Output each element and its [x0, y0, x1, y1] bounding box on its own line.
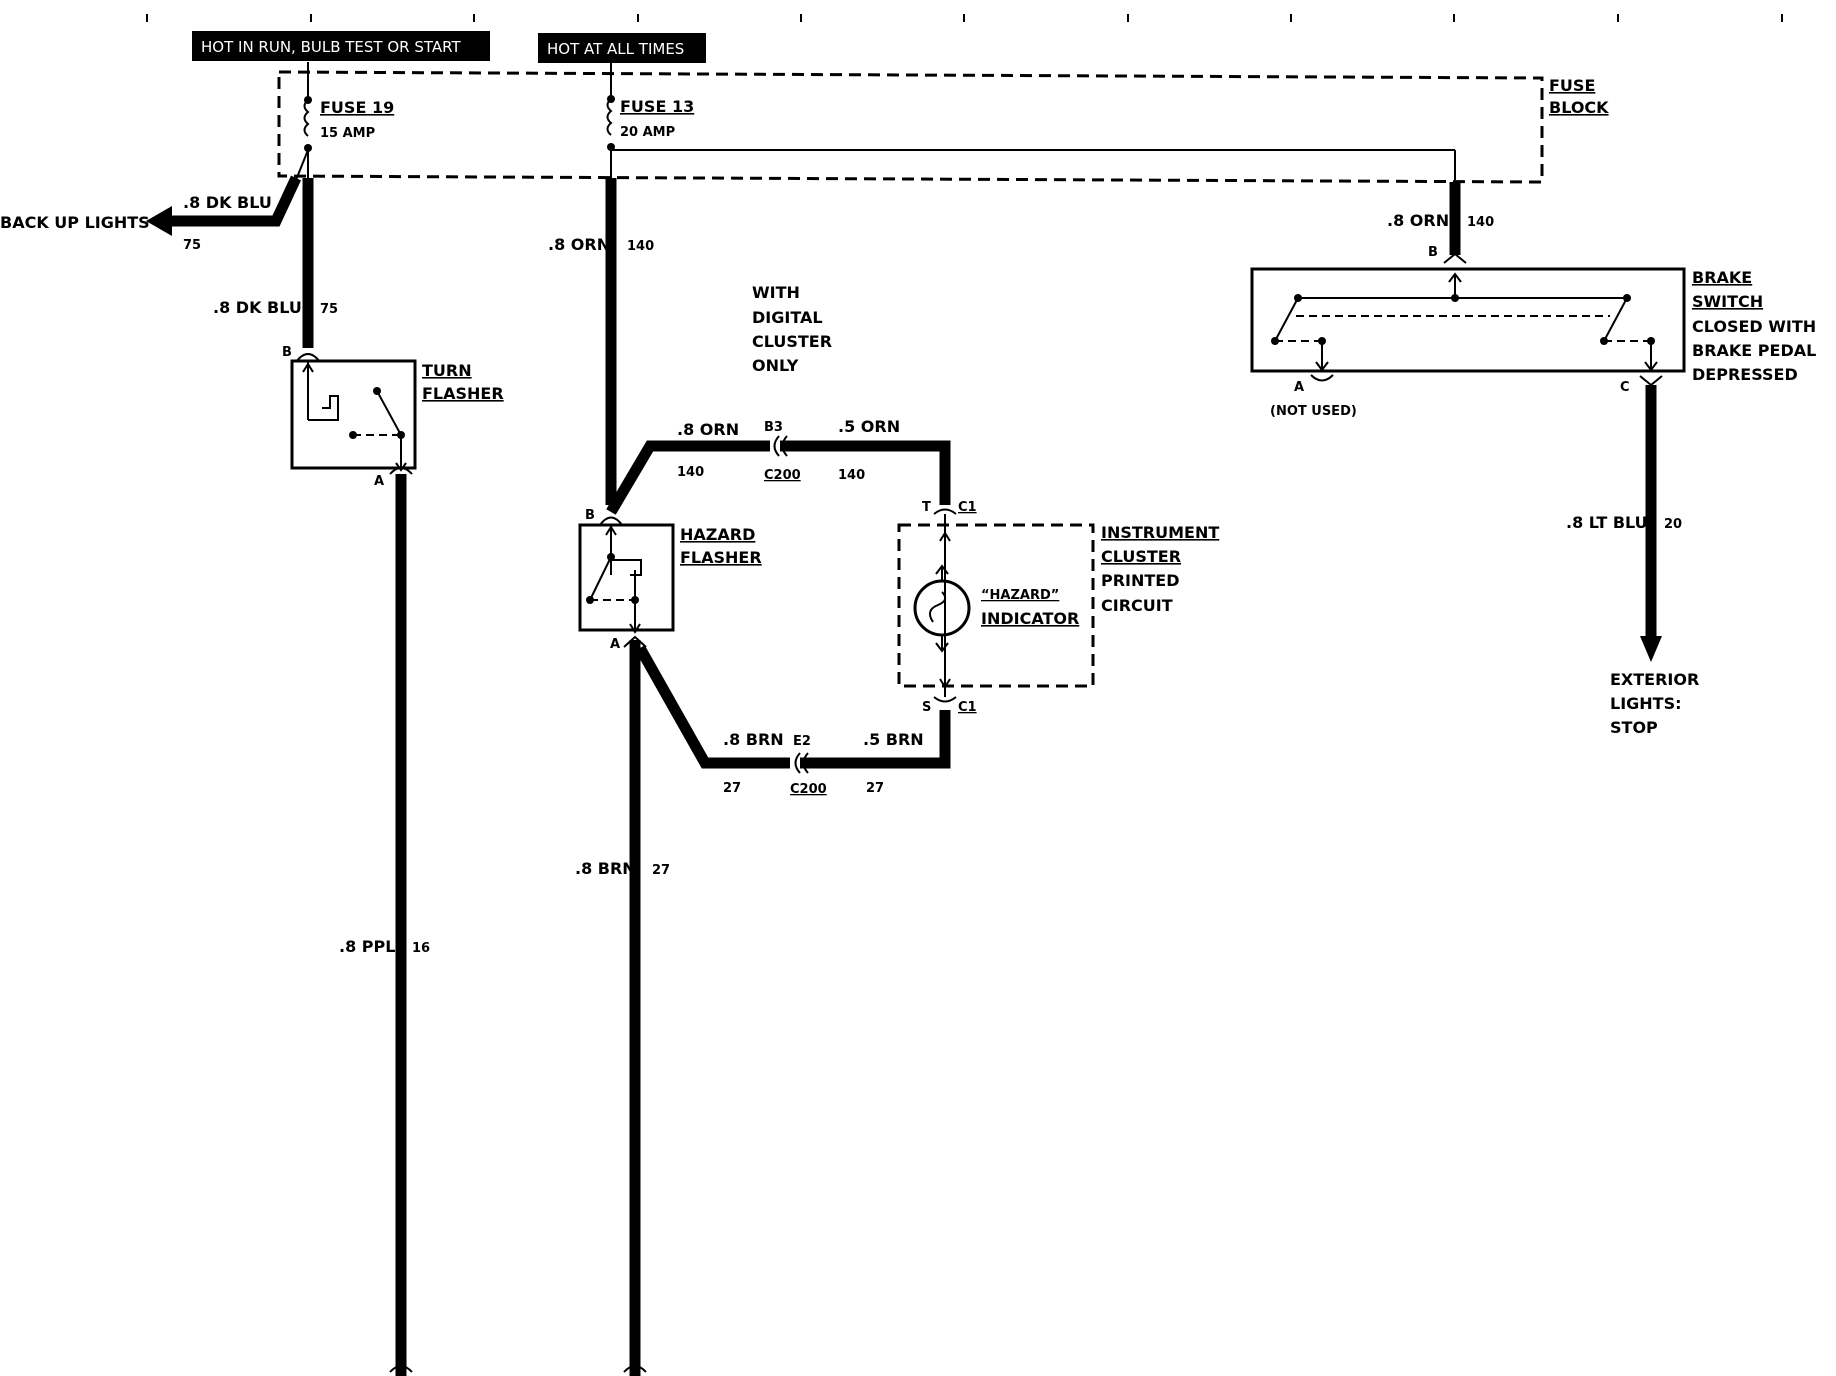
cluster-label-4: CIRCUIT	[1101, 596, 1173, 615]
cluster-pin-s: S	[922, 700, 931, 715]
backup-lights-arrow	[146, 206, 172, 236]
svg-text:HOT IN RUN, BULB TEST OR START: HOT IN RUN, BULB TEST OR START	[201, 38, 461, 56]
turn-output-circuit-label: 16	[412, 941, 430, 956]
exterior-label-1: EXTERIOR	[1610, 670, 1699, 689]
upper-loop-connector-mark	[773, 435, 788, 457]
hazard-flasher-label-2: FLASHER	[680, 548, 762, 567]
fuse-19	[295, 62, 312, 181]
brake-switch-label-4: BRAKE PEDAL	[1692, 341, 1816, 360]
brake-output-wire-label: .8 LT BLU	[1566, 513, 1648, 532]
lower-right-circuit-label: 27	[866, 781, 884, 796]
turn-flasher	[290, 353, 417, 472]
fuse-13-rating: 20 AMP	[620, 125, 675, 140]
fuse-13-name: FUSE 13	[620, 97, 694, 116]
hazard-output-end	[623, 1365, 647, 1373]
backup-circuit-label: 75	[183, 238, 201, 253]
lower-left-wire-label: .8 BRN	[723, 730, 784, 749]
digital-note-2: DIGITAL	[752, 308, 823, 327]
hazard-flasher-label-1: HAZARD	[680, 525, 755, 544]
brake-pin-a-cap	[1310, 374, 1334, 382]
cluster-label-3: PRINTED	[1101, 571, 1180, 590]
hazard-flasher-pin-a: A	[610, 637, 620, 652]
upper-connector-pin: B3	[764, 420, 783, 435]
upper-left-circuit-label: 140	[677, 465, 704, 480]
hazard-feed-wire-label: .8 ORN	[548, 235, 610, 254]
backup-lights-label: BACK UP LIGHTS	[0, 213, 150, 232]
brake-switch-label-5: DEPRESSED	[1692, 365, 1798, 384]
fuse-block-label-2: BLOCK	[1549, 98, 1609, 117]
brake-switch-pin-a: A	[1294, 380, 1304, 395]
backup-wire-label: .8 DK BLU	[183, 193, 272, 212]
digital-note-3: CLUSTER	[752, 332, 832, 351]
fuse-19-rating: 15 AMP	[320, 126, 375, 141]
banner-hot-at-all-times: HOT AT ALL TIMES	[538, 33, 706, 63]
brake-switch	[1250, 267, 1686, 373]
backup-lights-wire	[168, 175, 301, 227]
turn-flasher-pin-b: B	[282, 345, 292, 360]
upper-right-wire-label: .5 ORN	[838, 417, 900, 436]
svg-text:HOT AT ALL TIMES: HOT AT ALL TIMES	[547, 40, 684, 58]
digital-note-4: ONLY	[752, 356, 799, 375]
lower-right-wire-label: .5 BRN	[863, 730, 924, 749]
brake-feed-circuit-label: 140	[1467, 215, 1494, 230]
top-ruler-ticks	[146, 14, 1783, 22]
exterior-label-2: LIGHTS:	[1610, 694, 1682, 713]
hazard-output-cap	[623, 635, 647, 648]
fuse-13	[606, 62, 1456, 180]
lower-connector-pin: E2	[793, 734, 811, 749]
brake-output-arrow	[1640, 636, 1662, 662]
hazard-flasher	[578, 516, 675, 634]
hazard-indicator-bulb	[913, 579, 971, 637]
upper-loop-left-wire	[606, 440, 770, 515]
brake-pin-c-cap	[1639, 375, 1663, 387]
exterior-label-3: STOP	[1610, 718, 1658, 737]
cluster-pin-t: T	[922, 500, 931, 515]
turn-feed-circuit-label: 75	[320, 302, 338, 317]
turn-flasher-output-cap	[389, 467, 413, 475]
turn-output-end	[389, 1365, 413, 1373]
banner-hot-in-run: HOT IN RUN, BULB TEST OR START	[192, 31, 490, 61]
fuse-block-label-1: FUSE	[1549, 76, 1595, 95]
hazard-flasher-pin-b: B	[585, 508, 595, 523]
brake-feed-wire-label: .8 ORN	[1387, 211, 1449, 230]
brake-switch-label-1: BRAKE	[1692, 268, 1752, 287]
brake-switch-label-2: SWITCH	[1692, 292, 1763, 311]
fuse-block-outline	[277, 70, 1544, 184]
lower-loop-left-wire	[635, 645, 790, 769]
turn-flasher-label-1: TURN	[422, 361, 472, 380]
hazard-output-circuit-label: 27	[652, 863, 670, 878]
hazard-feed-circuit-label: 140	[627, 239, 654, 254]
cluster-label-2: CLUSTER	[1101, 547, 1181, 566]
brake-switch-not-used: (NOT USED)	[1270, 404, 1357, 419]
turn-flasher-label-2: FLASHER	[422, 384, 504, 403]
cluster-conn-top: C1	[958, 500, 977, 515]
digital-note-1: WITH	[752, 283, 800, 302]
instrument-cluster	[897, 508, 1095, 703]
turn-feed-wire-label: .8 DK BLU	[213, 298, 302, 317]
upper-right-circuit-label: 140	[838, 468, 865, 483]
brake-output-circuit-label: 20	[1664, 517, 1682, 532]
turn-output-wire-label: .8 PPL	[339, 937, 395, 956]
turn-flasher-pin-a: A	[374, 474, 384, 489]
hazard-indicator-label-2: INDICATOR	[981, 609, 1079, 628]
cluster-label-1: INSTRUMENT	[1101, 523, 1219, 542]
upper-connector-name: C200	[764, 468, 801, 483]
brake-switch-pin-c: C	[1620, 380, 1630, 395]
upper-loop-right-wire	[780, 440, 951, 505]
lower-loop-right-wire	[800, 710, 951, 769]
brake-switch-label-3: CLOSED WITH	[1692, 317, 1816, 336]
hazard-indicator-label-1: “HAZARD”	[981, 588, 1059, 603]
lower-connector-name: C200	[790, 782, 827, 797]
upper-left-wire-label: .8 ORN	[677, 420, 739, 439]
lower-loop-connector-mark	[794, 752, 809, 774]
lower-left-circuit-label: 27	[723, 781, 741, 796]
fuse-19-name: FUSE 19	[320, 98, 394, 117]
cluster-conn-bottom: C1	[958, 700, 977, 715]
hazard-output-wire-label: .8 BRN	[575, 859, 636, 878]
brake-feed-cap	[1443, 252, 1467, 264]
brake-switch-pin-b: B	[1428, 245, 1438, 260]
